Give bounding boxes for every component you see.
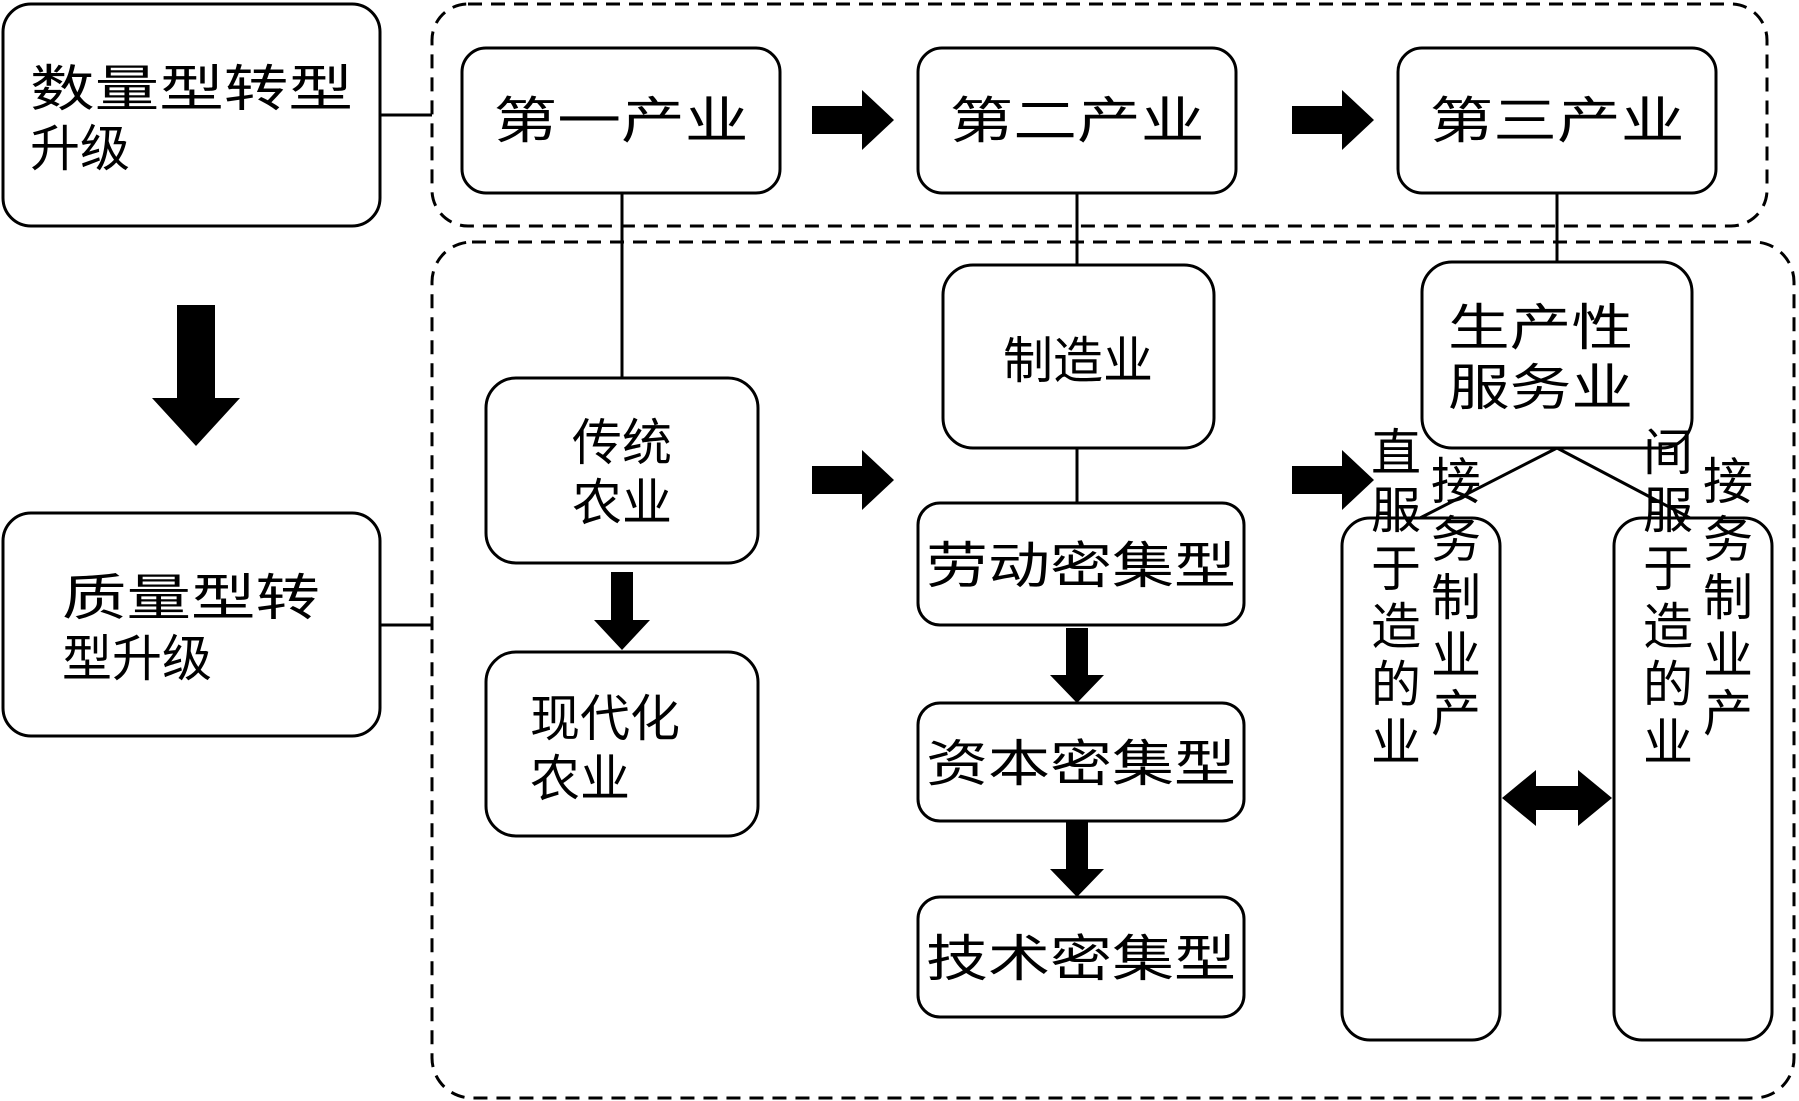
connector-lines (380, 113, 1691, 627)
arrow-right-4 (1292, 450, 1374, 510)
arrow-down-agri (594, 572, 650, 650)
manufacturing-label: 制造业 (1003, 332, 1153, 390)
arrows (152, 90, 1612, 897)
indirect-col-right: 接务制业产 (1695, 455, 1753, 745)
indirect-col-left: 间服于造的业 (1635, 426, 1693, 774)
direct-service-box: 直服于造的业 接务制业产 (1340, 426, 1502, 1042)
quality-upgrade-box: 质量型转 型升级 (1, 511, 382, 738)
modern-line-1: 现代化 (530, 690, 680, 748)
manufacturing-box: 制造业 (941, 263, 1216, 450)
producer-services-box: 生产性 服务业 (1420, 260, 1694, 450)
arrow-right-2 (1292, 90, 1374, 150)
producer-line-2: 服务业 (1448, 359, 1633, 417)
secondary-industry-box: 第二产业 (916, 46, 1238, 195)
capital-intensive-box: 资本密集型 (916, 701, 1246, 823)
direct-col-right: 接务制业产 (1423, 455, 1481, 745)
primary-industry-label: 第一产业 (494, 92, 749, 150)
tertiary-industry-box: 第三产业 (1396, 46, 1718, 195)
secondary-industry-label: 第二产业 (950, 92, 1205, 150)
modern-line-2: 农业 (530, 750, 630, 808)
labor-intensive-box: 劳动密集型 (916, 501, 1246, 627)
arrow-down-labor (1050, 628, 1104, 703)
traditional-line-1: 传统 (572, 414, 672, 472)
modern-agriculture-box: 现代化 农业 (484, 650, 760, 838)
traditional-agriculture-box: 传统 农业 (484, 376, 760, 565)
indirect-service-box: 间服于造的业 接务制业产 (1612, 426, 1774, 1042)
quality-line-1: 质量型转 (62, 569, 320, 627)
tech-intensive-label: 技术密集型 (926, 930, 1236, 988)
arrow-double (1502, 770, 1612, 826)
labor-intensive-label: 劳动密集型 (926, 537, 1236, 595)
bottom-dashed-group (430, 240, 1796, 1100)
tech-intensive-box: 技术密集型 (916, 895, 1246, 1019)
quantity-line-1: 数量型转型 (30, 60, 353, 118)
tertiary-industry-label: 第三产业 (1430, 92, 1685, 150)
quantity-upgrade-box: 数量型转型 升级 (1, 2, 382, 228)
arrow-down-big (152, 305, 240, 446)
traditional-line-2: 农业 (572, 474, 672, 532)
arrow-down-capital (1050, 822, 1104, 897)
direct-col-left: 直服于造的业 (1363, 426, 1421, 774)
quality-line-2: 型升级 (62, 630, 212, 688)
producer-line-1: 生产性 (1448, 299, 1633, 357)
top-dashed-group (430, 2, 1769, 228)
capital-intensive-label: 资本密集型 (926, 735, 1236, 793)
quantity-line-2: 升级 (30, 120, 130, 178)
arrow-right-3 (812, 450, 894, 510)
arrow-right-1 (812, 90, 894, 150)
primary-industry-box: 第一产业 (460, 46, 782, 195)
